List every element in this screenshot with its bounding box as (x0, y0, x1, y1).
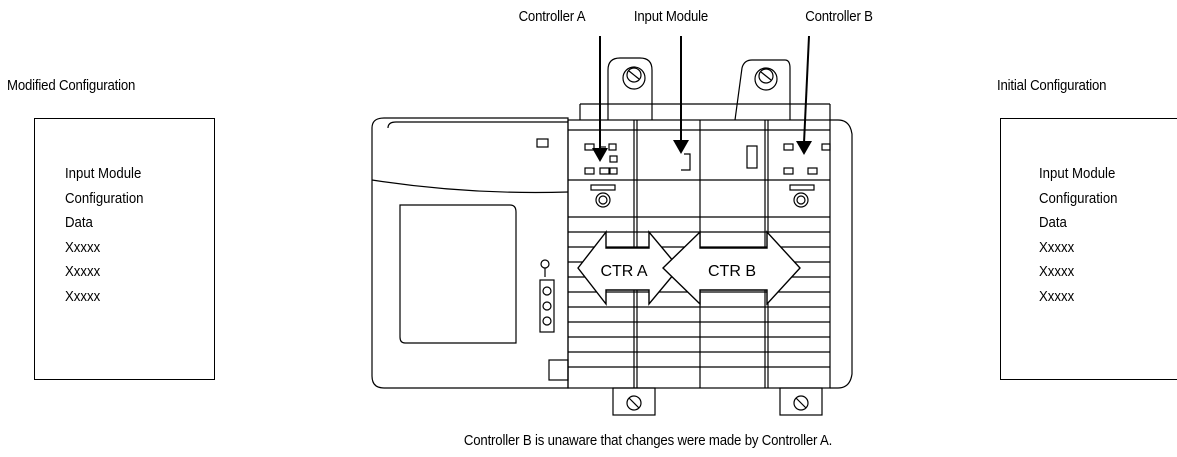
diagram-caption: Controller B is unaware that changes wer… (463, 432, 833, 449)
controller-b-arrowhead (796, 141, 812, 155)
config-line: Data (1039, 214, 1067, 231)
ctr-a-label: CTR A (600, 263, 647, 280)
initial-configuration-title: Initial Configuration (997, 77, 1107, 94)
controller-b-module-details (783, 143, 831, 208)
controller-b-label: Controller B (805, 8, 873, 25)
power-indicator (536, 138, 549, 148)
config-line: Input Module (65, 165, 142, 182)
controller-a-arrowhead (592, 148, 608, 162)
controller-a-label: Controller A (518, 8, 586, 25)
ctr-b-label: CTR B (708, 263, 756, 280)
config-line: Xxxxx (65, 263, 101, 280)
config-line: Input Module (1039, 165, 1116, 182)
config-line: Xxxxx (1039, 238, 1075, 256)
controller-a-module-details (584, 143, 618, 208)
ctr-b-double-arrow (661, 230, 801, 306)
config-line: Configuration (65, 189, 144, 207)
modified-configuration-lines: Input Module Configuration Data Xxxxx Xx… (65, 162, 144, 309)
top-mounting-tabs (579, 57, 831, 121)
bottom-mounting-tabs (612, 387, 823, 416)
initial-configuration-lines: Input Module Configuration Data Xxxxx Xx… (1039, 162, 1118, 309)
controller-b-pointer-arrow (803, 35, 810, 144)
input-module-arrowhead (673, 140, 689, 154)
config-line: Xxxxx (65, 238, 101, 256)
initial-configuration-box: Input Module Configuration Data Xxxxx Xx… (1000, 118, 1177, 380)
config-line: Data (65, 214, 93, 231)
input-module-label: Input Module (633, 8, 709, 25)
config-line: Xxxxx (65, 287, 101, 305)
modified-configuration-box: Input Module Configuration Data Xxxxx Xx… (34, 118, 215, 380)
config-line: Configuration (1039, 189, 1118, 207)
power-supply-housing (371, 117, 569, 389)
config-line: Xxxxx (1039, 287, 1075, 305)
input-module-details (681, 145, 758, 171)
modified-configuration-title: Modified Configuration (7, 77, 136, 94)
config-line: Xxxxx (1039, 263, 1075, 280)
